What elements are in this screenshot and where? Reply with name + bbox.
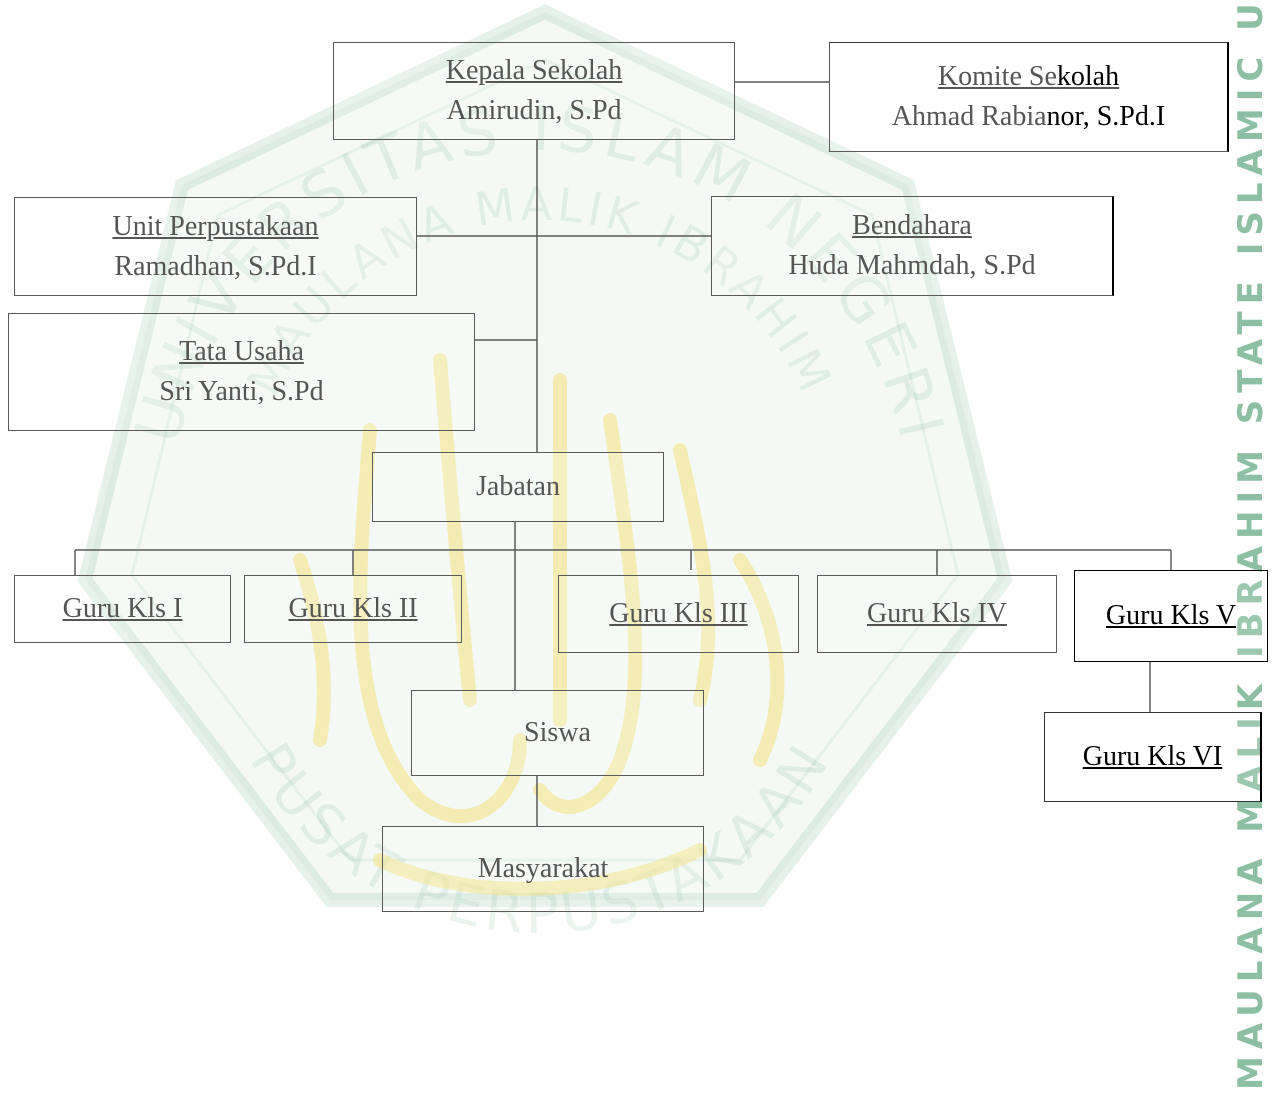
guru-kls-5-label: Guru Kls V bbox=[1105, 600, 1237, 631]
kepala-sekolah-box: Kepala Sekolah Amirudin, S.Pd bbox=[333, 42, 735, 140]
siswa-box: Siswa bbox=[411, 690, 704, 776]
komite-sekolah-name-part2: nor, S.Pd.I bbox=[1046, 101, 1166, 132]
tata-usaha-name: Sri Yanti, S.Pd bbox=[159, 376, 324, 407]
tata-usaha-box: Tata Usaha Sri Yanti, S.Pd bbox=[8, 313, 475, 431]
tata-usaha-title: Tata Usaha bbox=[179, 336, 304, 367]
watermark-inner-heptagon bbox=[130, 58, 960, 862]
guru-kls-3-label: Guru Kls III bbox=[609, 598, 748, 629]
siswa-label: Siswa bbox=[524, 717, 591, 748]
guru-kls-6-box: Guru Kls VI bbox=[1044, 712, 1262, 802]
guru-kls-4-box: Guru Kls IV bbox=[817, 575, 1057, 653]
guru-kls-1-label: Guru Kls I bbox=[62, 593, 183, 624]
komite-sekolah-title: Komite Sekolah bbox=[938, 57, 1119, 97]
guru-kls-3-box: Guru Kls III bbox=[558, 575, 799, 653]
guru-kls-4-label: Guru Kls IV bbox=[867, 598, 1007, 629]
kepala-sekolah-name: Amirudin, S.Pd bbox=[446, 95, 622, 126]
jabatan-box: Jabatan bbox=[372, 452, 664, 522]
masyarakat-label: Masyarakat bbox=[477, 853, 609, 884]
unit-perpustakaan-box: Unit Perpustakaan Ramadhan, S.Pd.I bbox=[14, 197, 417, 296]
bendahara-box: Bendahara Huda Mahmdah, S.Pd bbox=[711, 196, 1114, 296]
komite-sekolah-name-part1: Ahmad Rabia bbox=[891, 101, 1047, 132]
watermark-calligraphy bbox=[293, 353, 785, 896]
guru-kls-1-box: Guru Kls I bbox=[14, 575, 231, 643]
kepala-sekolah-title: Kepala Sekolah bbox=[445, 55, 623, 86]
guru-kls-5-box: Guru Kls V bbox=[1074, 570, 1268, 662]
unit-perpustakaan-name: Ramadhan, S.Pd.I bbox=[114, 250, 317, 282]
guru-kls-2-box: Guru Kls II bbox=[244, 575, 462, 643]
guru-kls-2-label: Guru Kls II bbox=[288, 593, 418, 624]
komite-sekolah-title-part2: kolah bbox=[1056, 61, 1120, 92]
watermark-side-text: MAULANA MALIK IBRAHIM STATE ISLAMIC UNIV… bbox=[1231, 0, 1271, 1090]
komite-sekolah-name: Ahmad Rabianor, S.Pd.I bbox=[892, 97, 1165, 137]
komite-sekolah-title-part1: Komite Se bbox=[937, 61, 1057, 92]
unit-perpustakaan-title: Unit Perpustakaan bbox=[112, 210, 319, 242]
masyarakat-box: Masyarakat bbox=[382, 826, 704, 912]
komite-sekolah-box: Komite Sekolah Ahmad Rabianor, S.Pd.I bbox=[829, 42, 1229, 152]
bendahara-name: Huda Mahmdah, S.Pd bbox=[788, 250, 1036, 281]
bendahara-title: Bendahara bbox=[852, 210, 972, 241]
jabatan-label: Jabatan bbox=[476, 471, 560, 502]
guru-kls-6-label: Guru Kls VI bbox=[1082, 741, 1223, 772]
